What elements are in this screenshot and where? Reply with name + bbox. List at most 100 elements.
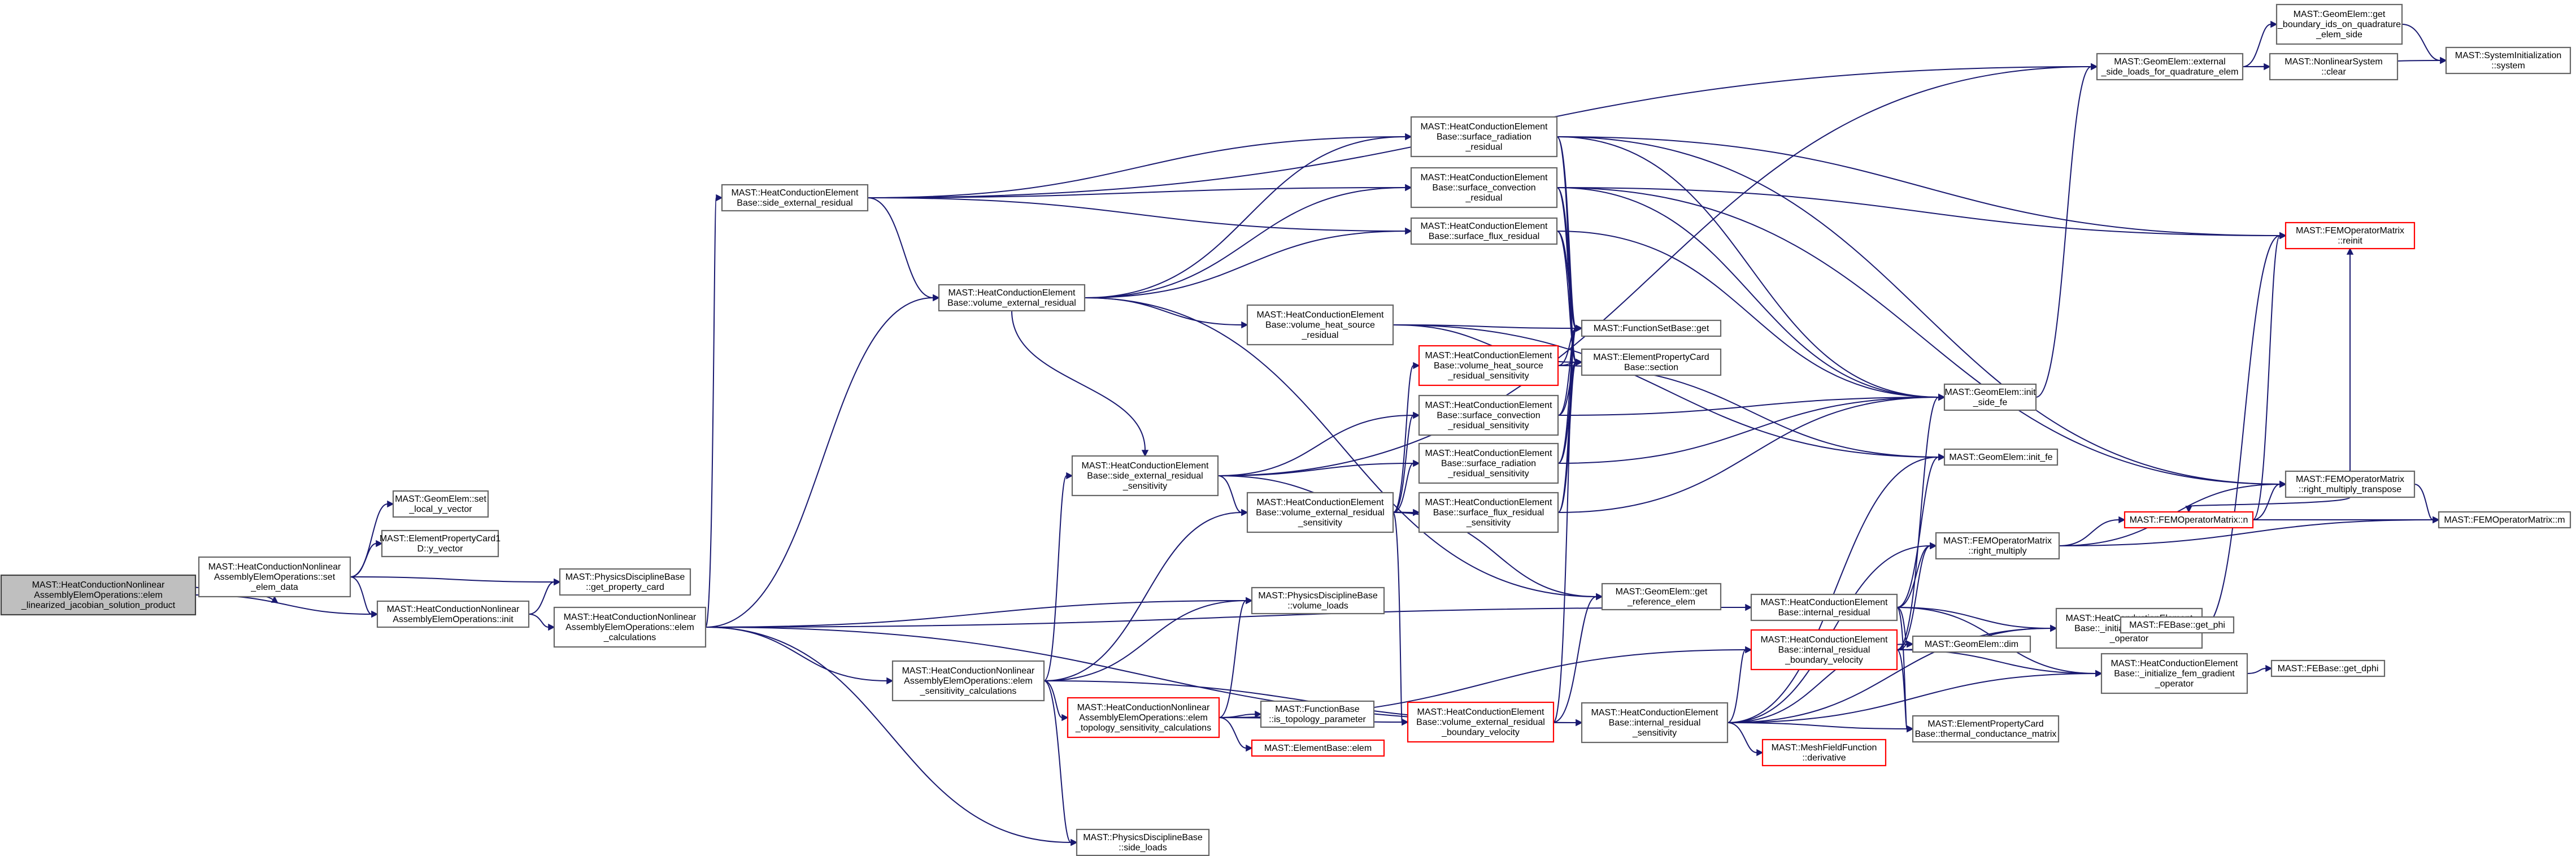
node-internal-residual-sensitivity[interactable]: MAST::HeatConductionElementBase::interna… bbox=[1581, 702, 1729, 744]
edge-volume_external_residual-to-surface_radiation_residual bbox=[1084, 133, 1412, 298]
edge-volume_external_residual-to-surface_flux_residual bbox=[1084, 227, 1412, 298]
node-get-phi[interactable]: MAST::FEBase::get_phi bbox=[2120, 616, 2235, 634]
node-label-line: MAST::HeatConductionElement bbox=[1257, 310, 1385, 320]
node-set-local-y[interactable]: MAST::GeomElem::set_local_y_vector bbox=[392, 490, 489, 518]
node-internal-residual-boundary-velocity[interactable]: MAST::HeatConductionElementBase::interna… bbox=[1750, 629, 1898, 671]
node-label-line: _side_fe bbox=[1973, 398, 2008, 407]
node-label-line: Base::surface_flux_residual bbox=[1429, 232, 1540, 241]
node-surface-convection-residual[interactable]: MAST::HeatConductionElementBase::surface… bbox=[1410, 167, 1558, 208]
node-fem-m[interactable]: MAST::FEMOperatorMatrix::m bbox=[2438, 511, 2571, 529]
edge-elem_topology_sensitivity_calculations-to-volume_loads bbox=[1219, 597, 1253, 718]
node-volume-heat-source-residual[interactable]: MAST::HeatConductionElementBase::volume_… bbox=[1246, 304, 1394, 346]
node-surface-radiation-residual[interactable]: MAST::HeatConductionElementBase::surface… bbox=[1410, 116, 1558, 158]
node-root[interactable]: MAST::HeatConductionNonlinearAssemblyEle… bbox=[0, 574, 197, 616]
edge-side_external_residual_sensitivity-to-external_side_loads bbox=[1217, 63, 2098, 476]
node-label-line: Base::surface_convection bbox=[1437, 411, 1540, 420]
node-get-dphi[interactable]: MAST::FEBase::get_dphi bbox=[2270, 659, 2386, 677]
node-label-line: MAST::HeatConductionElement bbox=[1425, 401, 1553, 410]
node-function-set-get[interactable]: MAST::FunctionSetBase::get bbox=[1581, 319, 1722, 337]
edge-side_external_residual-to-volume_external_residual bbox=[867, 197, 940, 302]
node-label-line: _calculations bbox=[603, 633, 656, 642]
node-init[interactable]: MAST::HeatConductionNonlinearAssemblyEle… bbox=[376, 600, 530, 628]
node-volume-external-residual-boundary-velocity[interactable]: MAST::HeatConductionElementBase::volume_… bbox=[1407, 701, 1555, 743]
node-side-loads[interactable]: MAST::PhysicsDisciplineBase::side_loads bbox=[1076, 828, 1210, 856]
node-external-side-loads[interactable]: MAST::GeomElem::external_side_loads_for_… bbox=[2096, 53, 2244, 81]
edge-set_elem_data-to-init bbox=[350, 576, 378, 618]
node-label-line: _sensitivity bbox=[1466, 518, 1511, 528]
edge-surface_radiation_residual-to-reinit bbox=[1556, 136, 2287, 240]
node-elem-topology-sensitivity-calculations[interactable]: MAST::HeatConductionNonlinearAssemblyEle… bbox=[1067, 697, 1220, 738]
node-is-topology-parameter[interactable]: MAST::FunctionBase::is_topology_paramete… bbox=[1260, 700, 1375, 728]
node-label-line: MAST::FEMOperatorMatrix bbox=[2296, 475, 2404, 484]
edge-volume_external_residual-to-surface_convection_residual bbox=[1084, 184, 1412, 298]
node-surface-radiation-residual-sensitivity[interactable]: MAST::HeatConductionElementBase::surface… bbox=[1418, 442, 1559, 484]
node-elem-calculations[interactable]: MAST::HeatConductionNonlinearAssemblyEle… bbox=[553, 606, 707, 648]
node-initialize-fem-gradient-operator[interactable]: MAST::HeatConductionElementBase::_initia… bbox=[2100, 653, 2248, 694]
edge-internal_residual_boundary_velocity-to-right_multiply bbox=[1896, 542, 1937, 650]
node-get-boundary-ids[interactable]: MAST::GeomElem::get_boundary_ids_on_quad… bbox=[2275, 3, 2403, 45]
node-surface-flux-residual[interactable]: MAST::HeatConductionElementBase::surface… bbox=[1410, 217, 1558, 245]
node-label-line: MAST::HeatConductionNonlinear bbox=[902, 666, 1035, 676]
node-right-multiply-transpose[interactable]: MAST::FEMOperatorMatrix::right_multiply_… bbox=[2285, 470, 2416, 498]
edge-elem_calculations-to-internal_residual bbox=[705, 603, 1752, 628]
edge-volume_external_residual_sensitivity-to-surface_radiation_residual_sensitivity bbox=[1393, 459, 1420, 513]
node-internal-residual[interactable]: MAST::HeatConductionElementBase::interna… bbox=[1750, 593, 1898, 622]
node-init-side-fe[interactable]: MAST::GeomElem::init_side_fe bbox=[1943, 383, 2037, 411]
edge-elem_sensitivity_calculations-to-side_loads bbox=[1043, 680, 1078, 846]
node-elementbase-elem[interactable]: MAST::ElementBase::elem bbox=[1251, 739, 1385, 757]
node-surface-convection-residual-sensitivity[interactable]: MAST::HeatConductionElementBase::surface… bbox=[1418, 394, 1559, 436]
node-system-initialization[interactable]: MAST::SystemInitialization::system bbox=[2445, 46, 2571, 75]
node-thermal-conductance-matrix[interactable]: MAST::ElementPropertyCardBase::thermal_c… bbox=[1912, 715, 2060, 743]
node-volume-external-residual[interactable]: MAST::HeatConductionElementBase::volume_… bbox=[938, 284, 1086, 312]
node-label-line: MAST::HeatConductionElement bbox=[948, 288, 1076, 298]
edge-elem_sensitivity_calculations-to-volume_loads bbox=[1043, 597, 1253, 681]
edge-internal_residual_sensitivity-to-internal_residual_boundary_velocity bbox=[1727, 646, 1752, 723]
edge-internal_residual-to-init_fe bbox=[1896, 453, 1946, 608]
edge-elem_calculations-to-side_external_residual bbox=[705, 194, 723, 628]
node-init-fe[interactable]: MAST::GeomElem::init_fe bbox=[1943, 448, 2059, 466]
node-nonlinear-clear[interactable]: MAST::NonlinearSystem::clear bbox=[2269, 53, 2399, 81]
node-label-line: MAST::FunctionSetBase::get bbox=[1594, 324, 1709, 333]
node-label-line: MAST::NonlinearSystem bbox=[2285, 57, 2382, 67]
node-label-line: MAST::HeatConductionElement bbox=[1417, 707, 1545, 717]
node-label-line: _reference_elem bbox=[1627, 597, 1695, 607]
node-label-line: MAST::FEBase::get_phi bbox=[2129, 620, 2225, 630]
node-fem-n[interactable]: MAST::FEMOperatorMatrix::n bbox=[2124, 511, 2254, 529]
node-label-line: Base::internal_residual bbox=[1609, 718, 1701, 728]
node-label-line: MAST::FEMOperatorMatrix::n bbox=[2130, 515, 2248, 525]
edge-elem_calculations-to-volume_loads bbox=[705, 597, 1253, 628]
edge-elem_sensitivity_calculations-to-volume_external_residual_sensitivity bbox=[1043, 509, 1248, 681]
node-geomelem-dim[interactable]: MAST::GeomElem::dim bbox=[1912, 635, 2031, 653]
node-get-reference-elem[interactable]: MAST::GeomElem::get_reference_elem bbox=[1601, 583, 1722, 611]
node-label-line: MAST::HeatConductionNonlinear bbox=[32, 580, 165, 590]
node-label-line: Base::internal_residual bbox=[1778, 608, 1870, 618]
node-right-multiply[interactable]: MAST::FEMOperatorMatrix::right_multiply bbox=[1935, 532, 2060, 560]
node-elem-sensitivity-calculations[interactable]: MAST::HeatConductionNonlinearAssemblyEle… bbox=[891, 660, 1045, 702]
node-label-line: MAST::HeatConductionElement bbox=[1421, 221, 1548, 231]
edge-internal_residual_boundary_velocity-to-init_side_fe bbox=[1896, 393, 1946, 650]
node-volume-loads[interactable]: MAST::PhysicsDisciplineBase::volume_load… bbox=[1251, 586, 1385, 615]
node-mesh-field-derivative[interactable]: MAST::MeshFieldFunction::derivative bbox=[1761, 738, 1887, 767]
edge-elem_calculations-to-elem_sensitivity_calculations bbox=[705, 627, 894, 685]
node-label-line: ::is_topology_parameter bbox=[1269, 715, 1366, 724]
node-label-line: MAST::ElementPropertyCard1 bbox=[380, 534, 501, 544]
node-label-line: Base::internal_residual bbox=[1778, 645, 1870, 655]
node-surface-flux-residual-sensitivity[interactable]: MAST::HeatConductionElementBase::surface… bbox=[1418, 492, 1559, 533]
edge-internal_residual_boundary_velocity-to-thermal_conductance_matrix bbox=[1896, 649, 1914, 733]
node-set-elem-data[interactable]: MAST::HeatConductionNonlinearAssemblyEle… bbox=[198, 556, 351, 598]
node-label-line: MAST::FEMOperatorMatrix bbox=[1943, 536, 2052, 546]
node-side-external-residual-sensitivity[interactable]: MAST::HeatConductionElementBase::side_ex… bbox=[1071, 455, 1219, 497]
node-volume-heat-source-residual-sensitivity[interactable]: MAST::HeatConductionElementBase::volume_… bbox=[1418, 345, 1559, 386]
node-side-external-residual[interactable]: MAST::HeatConductionElementBase::side_ex… bbox=[721, 184, 869, 212]
node-label-line: Base::volume_external_residual bbox=[1416, 718, 1545, 727]
node-get-property-card[interactable]: MAST::PhysicsDisciplineBase::get_propert… bbox=[559, 568, 691, 596]
node-label-line: Base::surface_radiation bbox=[1437, 132, 1531, 142]
node-label-line: Base::surface_flux_residual bbox=[1433, 508, 1544, 518]
node-reinit[interactable]: MAST::FEMOperatorMatrix::reinit bbox=[2285, 221, 2416, 250]
node-label-line: _linearized_jacobian_solution_product bbox=[21, 601, 176, 610]
node-volume-external-residual-sensitivity[interactable]: MAST::HeatConductionElementBase::volume_… bbox=[1246, 492, 1394, 533]
node-label-line: MAST::GeomElem::get bbox=[1616, 587, 1708, 597]
node-label-line: MAST::HeatConductionElement bbox=[1761, 598, 1889, 607]
